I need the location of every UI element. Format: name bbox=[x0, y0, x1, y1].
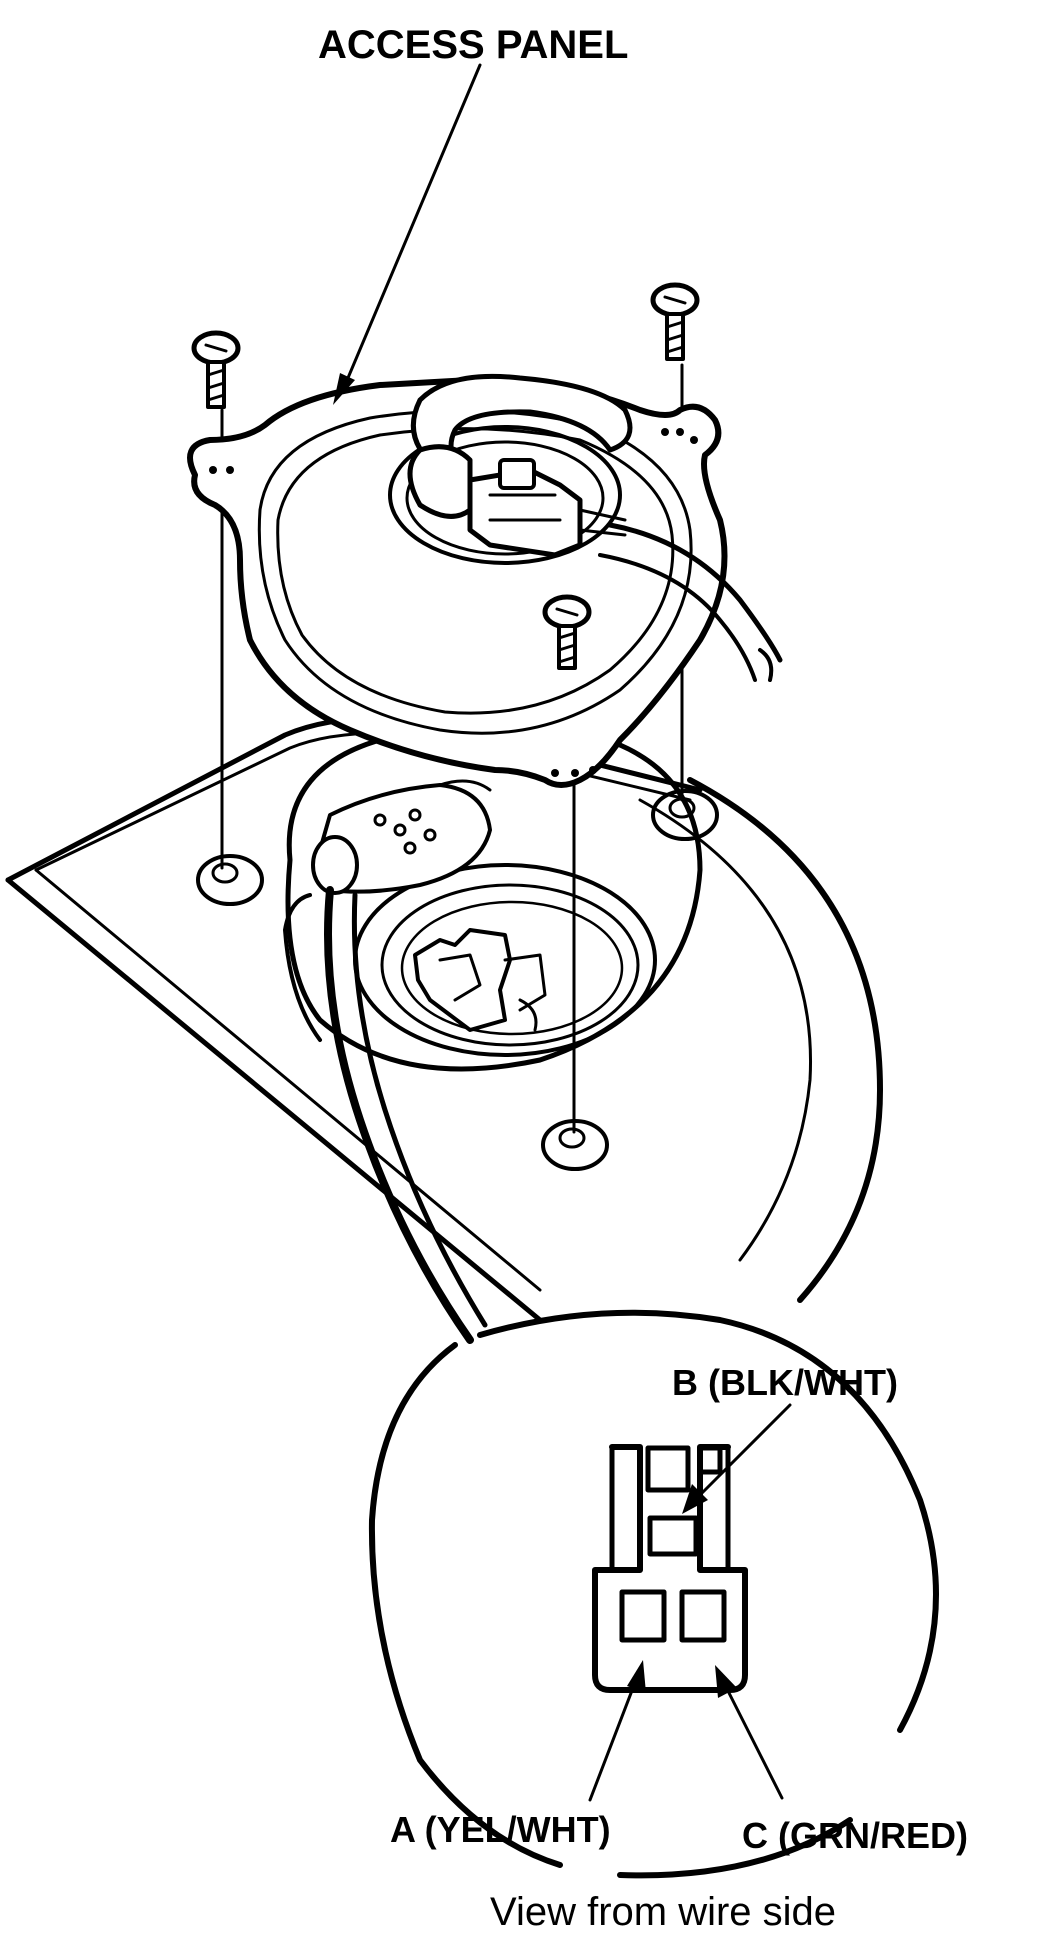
access-panel-leader bbox=[333, 63, 482, 405]
terminal-c-label: C (GRN/RED) bbox=[742, 1815, 968, 1856]
connector-face bbox=[592, 1444, 748, 1693]
terminal-b-label: B (BLK/WHT) bbox=[672, 1362, 898, 1403]
terminal-a-slot bbox=[619, 1589, 667, 1643]
screw-center-icon bbox=[542, 594, 592, 670]
fuel-pump-top bbox=[413, 928, 547, 1032]
terminal-a-label: A (YEL/WHT) bbox=[390, 1809, 611, 1850]
tank-outline bbox=[638, 777, 883, 1303]
harness-wire bbox=[283, 886, 488, 1344]
terminal-leaders bbox=[588, 1403, 792, 1802]
panel-connector bbox=[407, 373, 783, 682]
access-panel-label: ACCESS PANEL bbox=[318, 23, 628, 67]
screw-right-icon bbox=[650, 282, 700, 361]
screw-left-icon bbox=[191, 330, 241, 409]
terminal-b-slot bbox=[647, 1515, 699, 1557]
wire-connector-plug bbox=[311, 779, 492, 895]
access-panel bbox=[187, 376, 728, 788]
view-caption: View from wire side bbox=[490, 1890, 836, 1934]
terminal-c-slot bbox=[679, 1589, 727, 1643]
boss-left bbox=[196, 854, 264, 906]
detail-view-circle bbox=[368, 1309, 939, 1879]
